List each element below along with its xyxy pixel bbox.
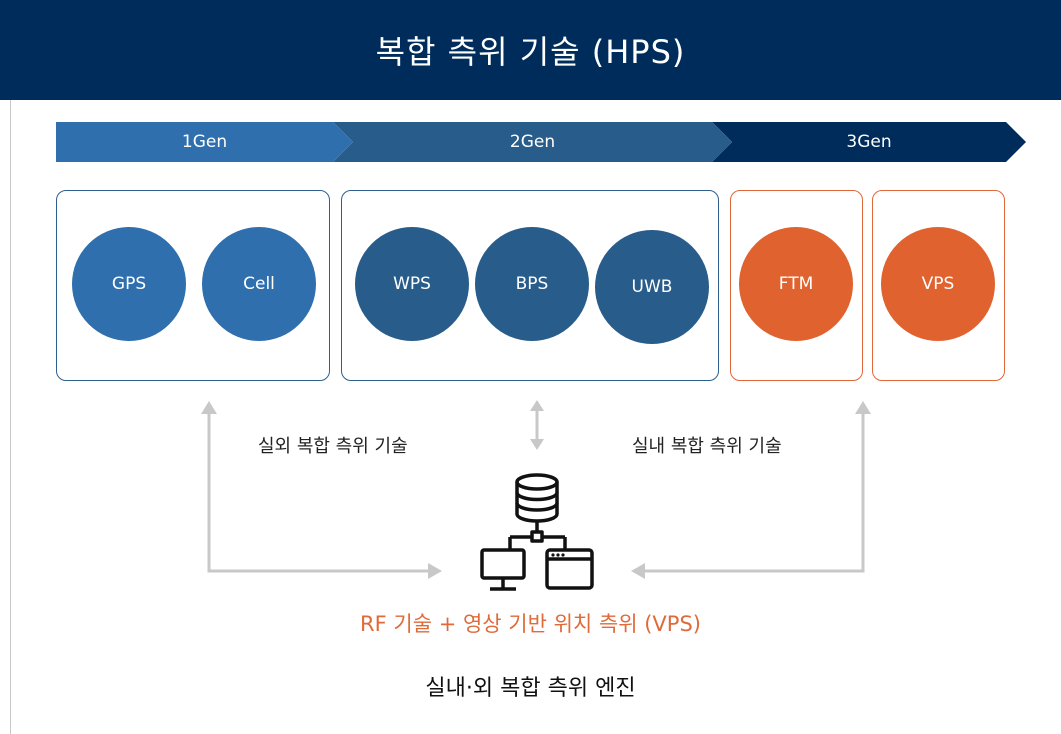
- node-gps: GPS: [72, 227, 186, 341]
- gen-band-3gen: [712, 122, 1026, 162]
- caption-indoor: 실내 복합 측위 기술: [632, 436, 782, 457]
- gen-band-1gen: [56, 122, 353, 162]
- node-bps: BPS: [475, 227, 589, 341]
- database-network-icon: [480, 473, 594, 591]
- gen-label-1gen: 1Gen: [181, 132, 228, 152]
- connector-lines: [207, 410, 865, 573]
- engine-label: 실내·외 복합 측위 엔진: [425, 676, 636, 701]
- arrowhead-up-right: [855, 401, 871, 414]
- node-ftm: FTM: [739, 227, 853, 341]
- node-cell: Cell: [202, 227, 316, 341]
- indoor-connector: [643, 413, 865, 573]
- gen-label-2gen: 2Gen: [509, 132, 556, 152]
- gen-band-2gen: [333, 122, 732, 162]
- outdoor-connector: [207, 413, 430, 573]
- title-banner: 복합 측위 기술 (HPS): [0, 0, 1061, 100]
- node-wps: WPS: [355, 227, 469, 341]
- arrowhead-left: [631, 563, 645, 579]
- arrowhead-right: [428, 563, 442, 579]
- arrowhead-center-up: [530, 400, 544, 411]
- gen-label-3gen: 3Gen: [846, 132, 892, 152]
- page-title: 복합 측위 기술 (HPS): [375, 33, 686, 71]
- arrowhead-up-left: [201, 401, 217, 414]
- caption-outdoor: 실외 복합 측위 기술: [258, 436, 408, 457]
- node-vps: VPS: [881, 227, 995, 341]
- node-uwb: UWB: [595, 230, 709, 344]
- window-dots: [551, 553, 565, 557]
- subtitle-rf-vps: RF 기술 + 영상 기반 위치 측위 (VPS): [360, 612, 701, 636]
- arrowhead-center-down: [530, 439, 544, 450]
- left-border-line: [10, 100, 11, 734]
